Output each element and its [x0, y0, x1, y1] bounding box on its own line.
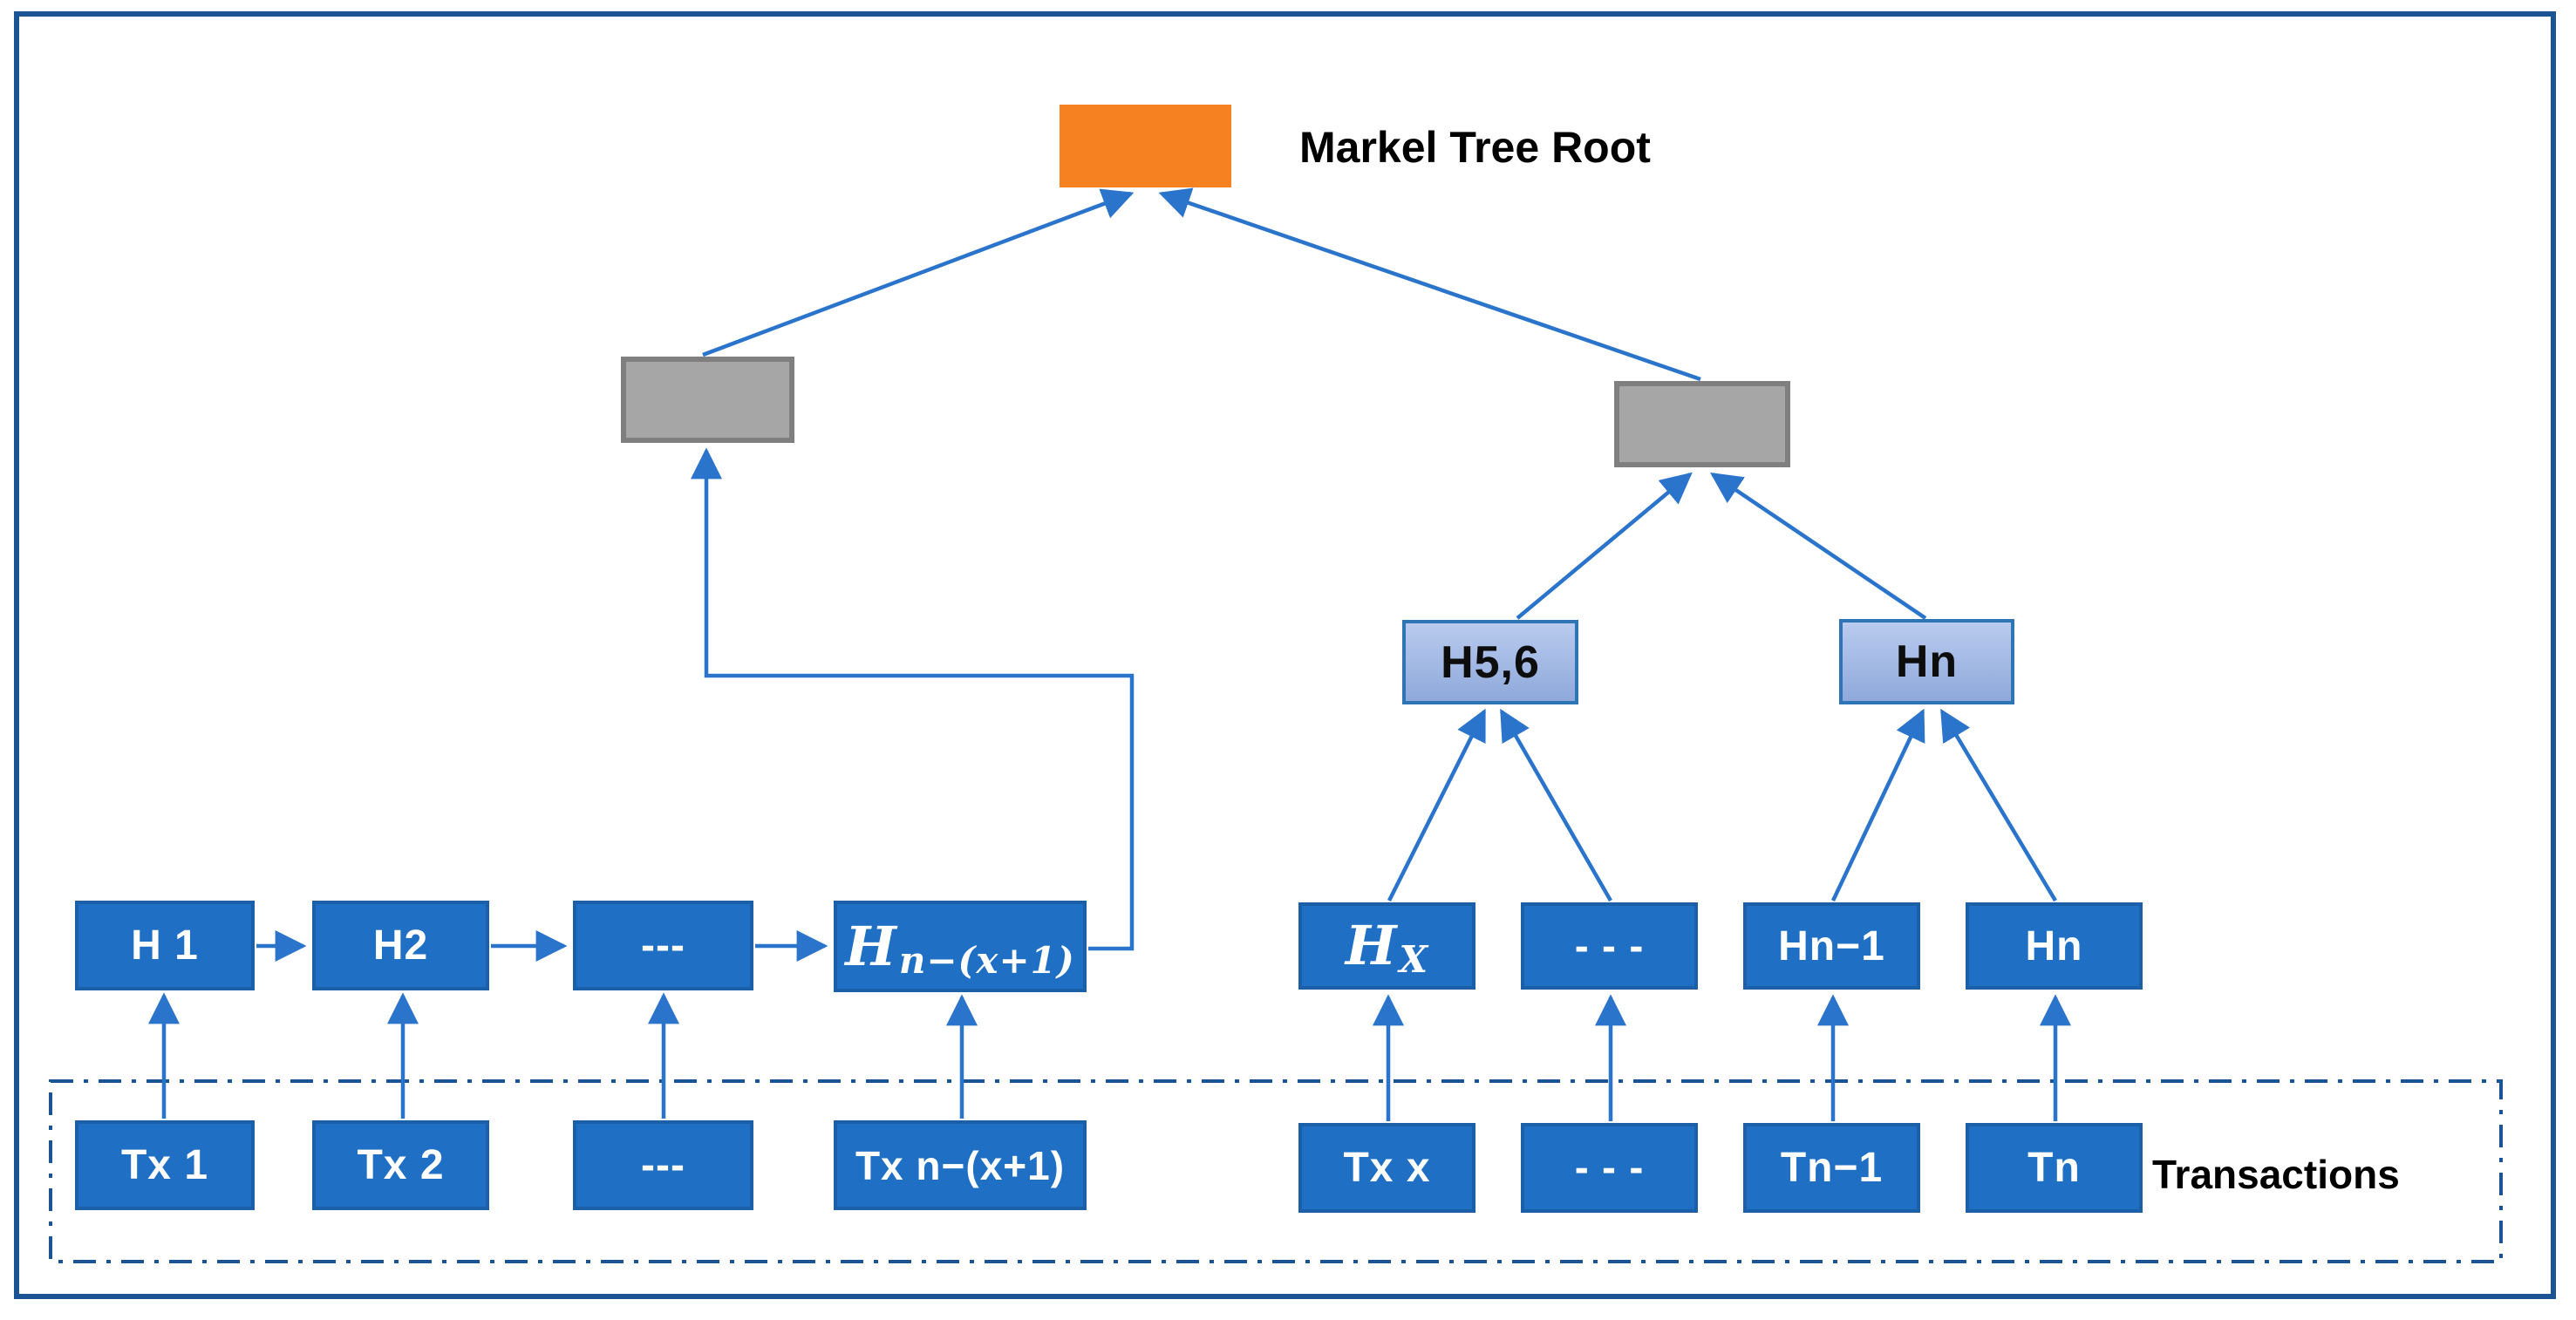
arrow-hn-hnmid [1940, 708, 2057, 902]
node-tn-label: Tn [2027, 1145, 2081, 1191]
arrow-grayleft-root [702, 188, 1135, 357]
node-txnx-label: Tx n−(x+1) [855, 1142, 1066, 1188]
node-tx2-label: Tx 2 [357, 1142, 445, 1188]
node-hn1: Hn−1 [1743, 902, 1920, 990]
node-hn-mid: Hn [1839, 619, 2014, 704]
node-hx-subscript: X [1399, 938, 1429, 981]
arrow-hn1-hnmid [1830, 708, 1925, 902]
node-hn1-label: Hn−1 [1778, 922, 1885, 970]
transactions-dashed-box [49, 1079, 2503, 1263]
node-h56: H5,6 [1402, 620, 1578, 704]
arrow-grayright-root [1158, 187, 1701, 382]
gray-node-right [1614, 381, 1790, 467]
node-hn-leaf-label: Hn [2025, 922, 2083, 970]
node-h2: H2 [312, 901, 489, 990]
node-h-ellipsis: --- [573, 901, 753, 990]
transactions-label: Transactions [2152, 1152, 2400, 1197]
node-h1: H 1 [75, 901, 255, 990]
node-tn1-label: Tn−1 [1780, 1145, 1884, 1191]
node-h-ellipsis-label: --- [641, 922, 685, 969]
node-hn-leaf: Hn [1966, 902, 2143, 990]
node-t-ellipsis-label: - - - [1574, 1145, 1645, 1191]
node-tn: Tn [1966, 1123, 2143, 1213]
outer-frame [14, 11, 2556, 1299]
arrow-h56-grayright [1516, 472, 1693, 620]
node-tx-ellipsis-label: --- [641, 1142, 685, 1188]
arrow-hnx-grayleft [691, 447, 1135, 951]
arrow-hx-h56 [1387, 708, 1487, 902]
node-tn1: Tn−1 [1743, 1123, 1920, 1213]
node-hx-base: H [1345, 914, 1398, 977]
node-txx: Tx x [1298, 1123, 1475, 1213]
node-h1-label: H 1 [131, 922, 199, 969]
gray-node-left [621, 357, 794, 443]
node-tx1: Tx 1 [75, 1120, 255, 1210]
node-tx1-label: Tx 1 [120, 1142, 209, 1188]
arrow-hdots-h56 [1500, 708, 1612, 902]
node-txnx: Tx n−(x+1) [834, 1120, 1087, 1210]
node-tx-ellipsis: --- [573, 1120, 753, 1210]
node-h-ellipsis-right-label: - - - [1574, 922, 1645, 970]
node-h-ellipsis-right: - - - [1521, 902, 1698, 990]
node-t-ellipsis: - - - [1521, 1123, 1698, 1213]
node-h56-label: H5,6 [1441, 636, 1540, 688]
node-hn-mid-label: Hn [1895, 636, 1959, 687]
merkle-root-node [1060, 105, 1231, 187]
node-hnx-base: H [845, 914, 897, 978]
arrow-hnmid-grayright [1710, 472, 1927, 620]
root-title-label: Markel Tree Root [1299, 123, 1651, 172]
node-tx2: Tx 2 [312, 1120, 489, 1210]
node-h2-label: H2 [372, 922, 429, 969]
node-txx-label: Tx x [1343, 1145, 1431, 1191]
node-hnx-subscript: n−(x+1) [898, 938, 1075, 982]
